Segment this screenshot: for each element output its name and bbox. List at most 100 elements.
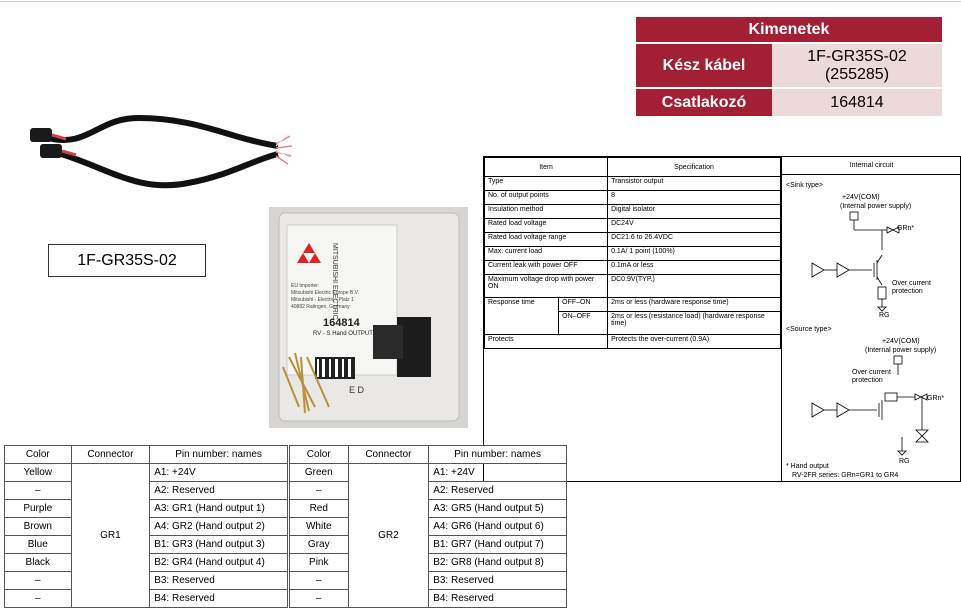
pins-header-connector-2: Connector	[347, 445, 430, 464]
source-grn: GRn*	[927, 395, 944, 402]
circuit-note-1: * Hand output	[786, 463, 829, 470]
sink-rg: RG	[879, 312, 890, 319]
pin-name: A1: +24V	[428, 463, 567, 482]
pins-header-color: Color	[4, 445, 72, 464]
spec-value: Protects the over-current (0.9A)	[607, 334, 781, 349]
ready-cable-label: Kész kábel	[636, 44, 772, 87]
source-over-current: Over current	[852, 369, 891, 376]
pin-name: B1: GR3 (Hand output 3)	[149, 535, 289, 554]
source-title: <Source type>	[786, 326, 832, 333]
table-row: Black B2: GR4 (Hand output 4) Pink B2: G…	[4, 553, 567, 572]
pin-name: A3: GR5 (Hand output 5)	[428, 499, 567, 518]
pin-color: Yellow	[4, 463, 72, 482]
cable-label: 1F-GR35S-02	[48, 244, 206, 277]
table-row: Blue B1: GR3 (Hand output 3) Gray B1: GR…	[4, 535, 567, 554]
connector-label: Csatlakozó	[636, 89, 772, 116]
spec-value: 2ms or less (hardware response time)	[607, 297, 781, 312]
cable-image	[30, 114, 293, 189]
source-com: +24V(COM)	[882, 338, 920, 345]
ready-cable-code: (255285)	[824, 65, 890, 83]
top-divider	[0, 1, 961, 2]
spec-value: 2ms or less (resistance load) (hardware …	[607, 311, 781, 335]
bag-description: RV - S Hand OUTPUT connector	[313, 331, 401, 337]
connector-bag-image: MITSUBISHI ELECTRIC EU Importer: Mitsubi…	[269, 207, 468, 428]
source-rg: RG	[899, 458, 910, 465]
pin-name: B3: Reserved	[428, 571, 567, 590]
sink-over-current: Over current	[892, 280, 931, 287]
bag-importer-4: 40882 Ratingen, Germany	[291, 304, 350, 310]
pin-name: A1: +24V	[149, 463, 289, 482]
pin-color: White	[286, 517, 349, 536]
pin-name: B2: GR8 (Hand output 8)	[428, 553, 567, 572]
ready-cable-value: 1F-GR35S-02 (255285)	[772, 44, 942, 87]
spec-header-item: Item	[483, 157, 609, 177]
pin-color: –	[286, 571, 349, 590]
table-row: Yellow GR1 A1: +24V Green GR2 A1: +24V	[4, 463, 567, 608]
spec-value: 0.1A/ 1 point (100%)	[607, 246, 781, 261]
pin-color: Brown	[4, 517, 72, 536]
spec-item: No. of output points	[483, 190, 609, 205]
internal-circuit-panel: Internal circuit <Sink type> +24V(COM) (…	[781, 157, 961, 481]
pin-color: Gray	[286, 535, 349, 554]
bag-part-number: 164814	[323, 317, 361, 329]
spec-value: Transistor output	[607, 176, 781, 191]
spec-item: Maximum voltage drop with power ON	[483, 274, 609, 298]
outputs-table: Kimenetek Kész kábel 1F-GR35S-02 (255285…	[636, 15, 942, 118]
table-row: Brown A4: GR2 (Hand output 2) White A4: …	[4, 517, 567, 536]
pin-color: Pink	[286, 553, 349, 572]
bag-importer-2: Mitsubishi Electric Europe B.V.	[291, 290, 359, 296]
spec-item: Rated load voltage range	[483, 232, 609, 247]
spec-item: Current leak with power OFF	[483, 260, 609, 275]
sink-supply: (Internal power supply)	[840, 203, 911, 210]
bag-brand: MITSUBISHI ELECTRIC	[331, 243, 338, 320]
spec-item: Protects	[483, 334, 609, 349]
pin-name: B4: Reserved	[428, 589, 567, 608]
pin-name: B1: GR7 (Hand output 7)	[428, 535, 567, 554]
sink-com: +24V(COM)	[842, 194, 880, 201]
pin-color: –	[4, 589, 72, 608]
pin-color: –	[4, 571, 72, 590]
pin-name: B2: GR4 (Hand output 4)	[149, 553, 289, 572]
spec-value: DC0.9V(TYP.)	[607, 274, 781, 298]
connector-gr2: GR2	[347, 463, 430, 608]
bag-code: E D	[349, 385, 365, 395]
circuit-note-2: RV-2FR series: GRn=GR1 to GR4	[792, 472, 898, 479]
spec-value: 0.1mA or less	[607, 260, 781, 275]
pins-header-pin-2: Pin number: names	[428, 445, 567, 464]
source-protection: protection	[852, 377, 883, 384]
pin-name: A4: GR6 (Hand output 6)	[428, 517, 567, 536]
pin-color: –	[286, 481, 349, 500]
spec-header-circuit: Internal circuit	[782, 157, 961, 175]
spec-value: 8	[607, 190, 781, 205]
spec-value: Digital isolator	[607, 204, 781, 219]
sink-protection: protection	[892, 288, 923, 295]
pin-color: –	[4, 481, 72, 500]
pins-header-color-2: Color	[286, 445, 349, 464]
pin-assignment-table: Color Connector Pin number: names Color …	[4, 445, 567, 608]
spec-item: Type	[483, 176, 609, 191]
spec-item: Insulation method	[483, 204, 609, 219]
pin-name: A3: GR1 (Hand output 1)	[149, 499, 289, 518]
connector-gr1: GR1	[70, 463, 151, 608]
table-row: – B4: Reserved – B4: Reserved	[4, 589, 567, 608]
spec-value: DC24V	[607, 218, 781, 233]
connector-value: 164814	[772, 89, 942, 116]
pin-color: Purple	[4, 499, 72, 518]
spec-subitem: OFF–ON	[558, 297, 609, 312]
pin-color: Red	[286, 499, 349, 518]
bag-importer-3: Mitsubishi - Electric - Platz 1	[291, 297, 354, 303]
spec-value: DC21.6 to 26.4VDC	[607, 232, 781, 247]
pin-color: –	[286, 589, 349, 608]
bag-importer-1: EU Importer:	[291, 283, 319, 289]
spec-row: Response time OFF–ON 2ms or less (hardwa…	[483, 297, 781, 335]
ready-cable-part: 1F-GR35S-02	[807, 47, 907, 65]
sink-grn: GRn*	[897, 225, 914, 232]
